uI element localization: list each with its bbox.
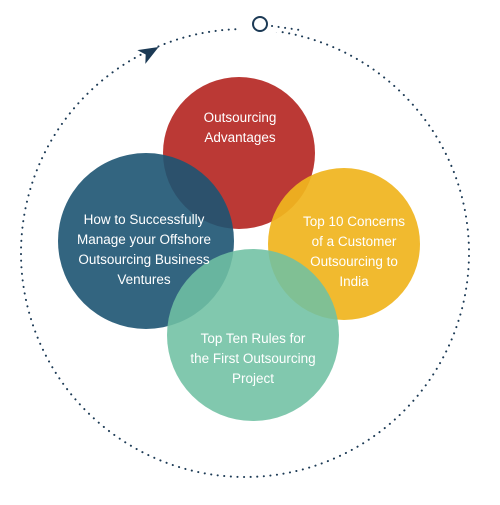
cycle-start-node [252, 16, 268, 32]
cycle-arrow-icon [137, 47, 159, 64]
circle-top-ten-rules [167, 249, 339, 421]
cycle-start-line [271, 25, 301, 31]
